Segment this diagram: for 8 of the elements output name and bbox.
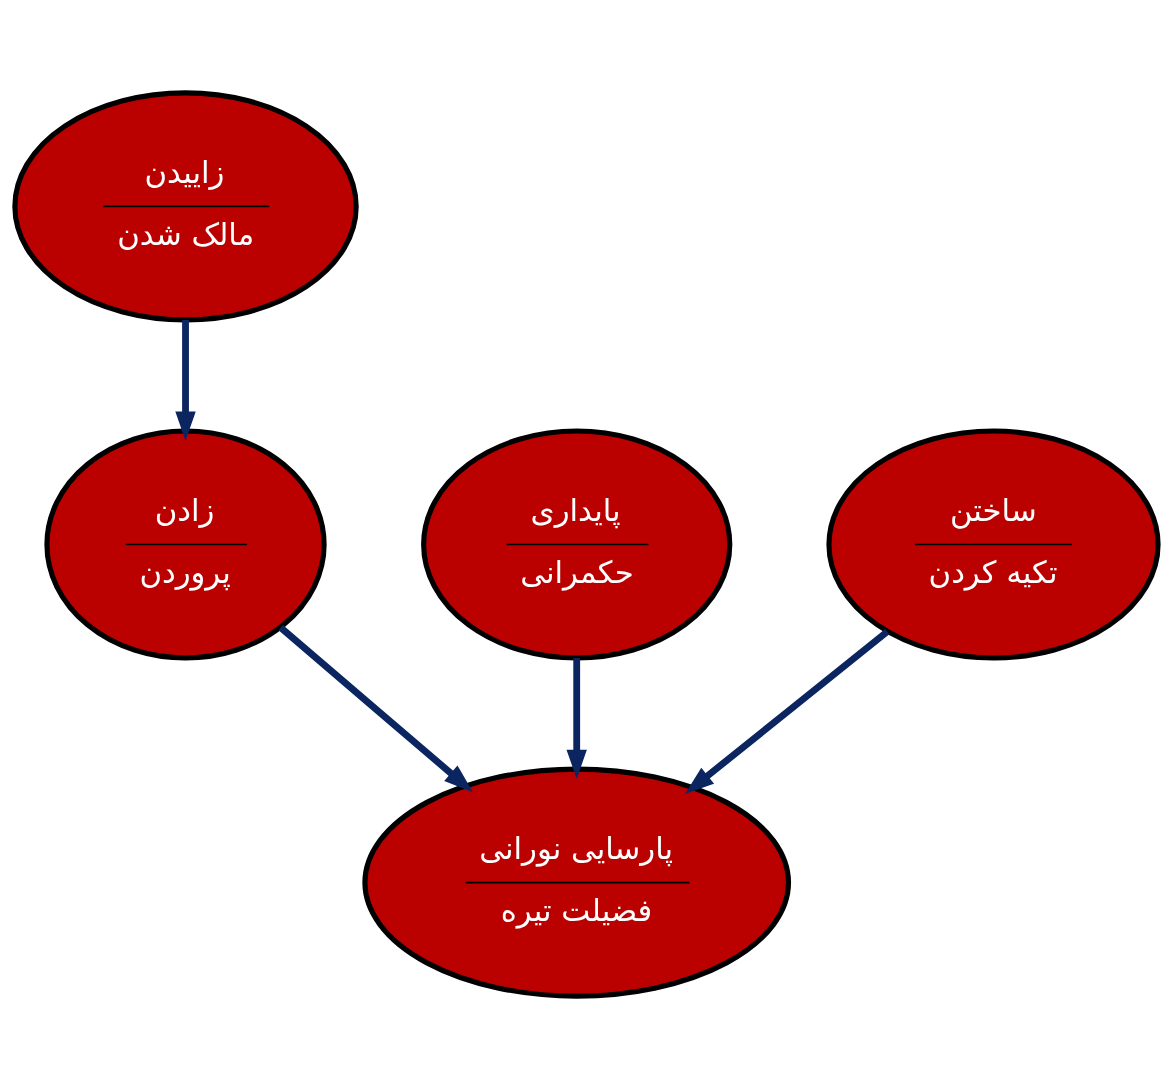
node-ellipse: زادن پروردن — [44, 427, 327, 661]
node-ellipse: ساختن تکیه کردن — [826, 427, 1161, 661]
arrow — [566, 657, 587, 779]
arrow — [175, 319, 196, 441]
arrow — [684, 628, 890, 794]
node-ellipse: زاییدن مالک شدن — [12, 89, 359, 322]
node-ellipse: پایداری حکمرانی — [421, 427, 733, 661]
arrow — [278, 624, 473, 792]
